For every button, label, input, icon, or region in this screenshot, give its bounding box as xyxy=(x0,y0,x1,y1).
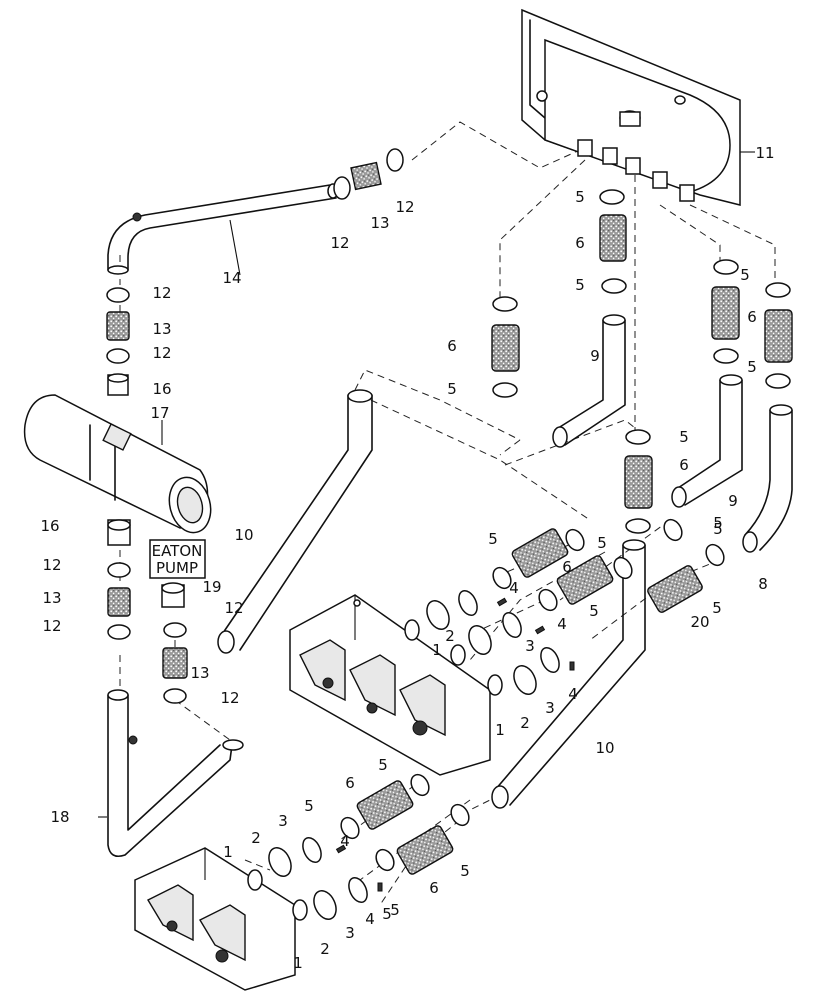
callout-12: 12 xyxy=(330,234,349,252)
callout-13: 13 xyxy=(370,214,389,232)
callout-1: 1 xyxy=(495,721,505,739)
callout-6: 6 xyxy=(679,456,689,474)
callout-2: 2 xyxy=(520,714,530,732)
callout-4: 4 xyxy=(557,615,567,633)
callout-5: 5 xyxy=(712,599,722,617)
callout-2: 2 xyxy=(320,940,330,958)
eaton-label-line2: PUMP xyxy=(156,559,198,577)
callout-14: 14 xyxy=(222,269,241,287)
callout-6: 6 xyxy=(562,558,572,576)
callout-5: 5 xyxy=(597,534,607,552)
callout-11: 11 xyxy=(755,144,774,162)
callout-5: 5 xyxy=(747,358,757,376)
callout-13: 13 xyxy=(42,589,61,607)
callout-5: 5 xyxy=(378,756,388,774)
callout-13: 13 xyxy=(190,664,209,682)
callout-5: 5 xyxy=(390,901,400,919)
callout-4: 4 xyxy=(509,579,519,597)
callout-1: 1 xyxy=(223,843,233,861)
hose-14 xyxy=(107,183,339,276)
hose-8 xyxy=(742,404,793,553)
callout-5: 5 xyxy=(679,428,689,446)
callout-6: 6 xyxy=(747,308,757,326)
hose-10-upper xyxy=(217,389,373,654)
callout-4: 4 xyxy=(365,910,375,928)
callout-19: 19 xyxy=(202,578,221,596)
callout-5: 5 xyxy=(575,276,585,294)
callout-5: 5 xyxy=(740,266,750,284)
left-column-lower-parts xyxy=(107,519,131,640)
callout-10: 10 xyxy=(595,739,614,757)
upper-fittings xyxy=(404,518,725,696)
callout-17: 17 xyxy=(150,404,169,422)
callout-5: 5 xyxy=(382,905,392,923)
callout-2: 2 xyxy=(445,627,455,645)
right-clamp-filter-stacks xyxy=(491,189,793,534)
fitting-19-stack xyxy=(161,582,188,704)
left-column-parts xyxy=(106,287,130,396)
filter-housing-17 xyxy=(23,394,212,534)
callout-9: 9 xyxy=(590,347,600,365)
callout-8: 8 xyxy=(758,575,768,593)
callout-3: 3 xyxy=(545,699,555,717)
callout-labels: 1112131214565565121312161765956958101612… xyxy=(40,144,774,972)
callout-2: 2 xyxy=(251,829,261,847)
callout-12: 12 xyxy=(152,284,171,302)
callout-5: 5 xyxy=(447,380,457,398)
callout-10: 10 xyxy=(234,526,253,544)
callout-5: 5 xyxy=(304,797,314,815)
eaton-label-line1: EATON xyxy=(152,542,203,560)
callout-6: 6 xyxy=(345,774,355,792)
callout-5: 5 xyxy=(488,530,498,548)
hose-9-right xyxy=(671,374,743,508)
callout-3: 3 xyxy=(345,924,355,942)
callout-6: 6 xyxy=(447,337,457,355)
hose-9-left xyxy=(552,314,626,448)
callout-1: 1 xyxy=(432,641,442,659)
hose-18 xyxy=(98,689,244,858)
callout-13: 13 xyxy=(152,320,171,338)
callout-12: 12 xyxy=(42,617,61,635)
callout-16: 16 xyxy=(152,380,171,398)
lower-fittings xyxy=(247,773,470,921)
lower-double-pump xyxy=(134,847,296,991)
callout-5: 5 xyxy=(713,514,723,532)
dashed-routing-lines xyxy=(119,121,776,906)
callout-18: 18 xyxy=(50,808,69,826)
callout-9: 9 xyxy=(728,492,738,510)
callout-3: 3 xyxy=(525,637,535,655)
callout-5: 5 xyxy=(460,862,470,880)
callout-12: 12 xyxy=(220,689,239,707)
callout-1: 1 xyxy=(293,954,303,972)
callout-3: 3 xyxy=(278,812,288,830)
eaton-pump-tag: EATON PUMP xyxy=(149,539,206,579)
top-clamp-filter-set xyxy=(333,148,404,200)
callout-12: 12 xyxy=(224,599,243,617)
hydraulic-tank xyxy=(521,8,755,206)
callout-6: 6 xyxy=(575,234,585,252)
callout-4: 4 xyxy=(568,685,578,703)
callout-12: 12 xyxy=(152,344,171,362)
callout-5: 5 xyxy=(589,602,599,620)
upper-triple-pump xyxy=(289,594,491,776)
callout-12: 12 xyxy=(395,198,414,216)
callout-5: 5 xyxy=(575,188,585,206)
callout-16: 16 xyxy=(40,517,59,535)
callout-12: 12 xyxy=(42,556,61,574)
callout-20: 20 xyxy=(690,613,709,631)
callout-6: 6 xyxy=(429,879,439,897)
callout-4: 4 xyxy=(340,832,350,850)
callout-5: 5 xyxy=(713,520,723,538)
